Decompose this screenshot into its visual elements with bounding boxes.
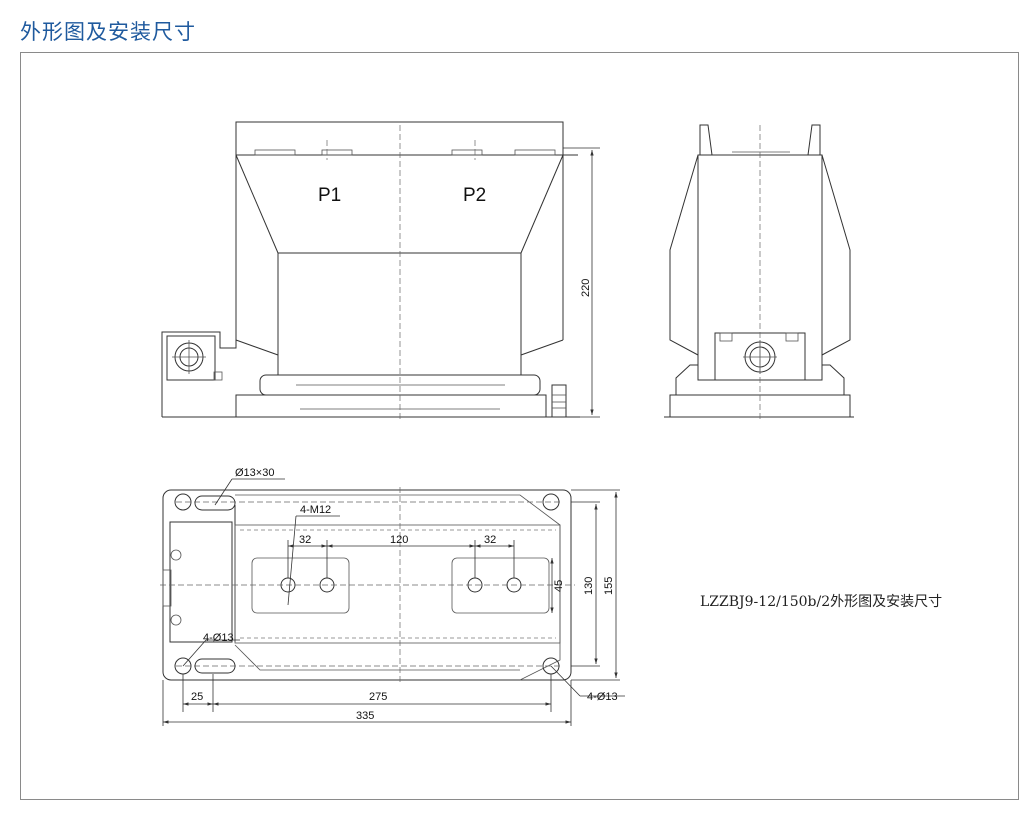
label-p2: P2: [463, 185, 486, 206]
dim-130: 130: [583, 577, 595, 595]
dim-335: 335: [356, 710, 374, 722]
page-title: 外形图及安装尺寸: [20, 20, 196, 44]
dim-25: 25: [191, 691, 203, 703]
bottom-view: 32 120 32 4-M12 Ø13×30 45 130 155 4-Ø13 …: [160, 467, 625, 726]
dim-120: 120: [390, 534, 408, 546]
front-view: P1 P2 220: [161, 121, 600, 422]
side-view: [664, 124, 854, 422]
dim-275: 275: [369, 691, 387, 703]
hole-label-left: 4-Ø13: [203, 632, 234, 644]
hole-label-right: 4-Ø13: [587, 691, 618, 703]
dim-32-right: 32: [484, 534, 496, 546]
drawing-frame: [20, 52, 1019, 800]
label-p1: P1: [318, 185, 341, 206]
slot-label: Ø13×30: [235, 467, 274, 479]
drawing-caption: LZZBJ9-12/150b/2外形图及安装尺寸: [700, 594, 943, 610]
dim-height-label: 220: [580, 279, 592, 297]
thread-label: 4-M12: [300, 504, 331, 516]
dim-45: 45: [553, 580, 565, 592]
dim-32-left: 32: [299, 534, 311, 546]
dim-155: 155: [603, 577, 615, 595]
